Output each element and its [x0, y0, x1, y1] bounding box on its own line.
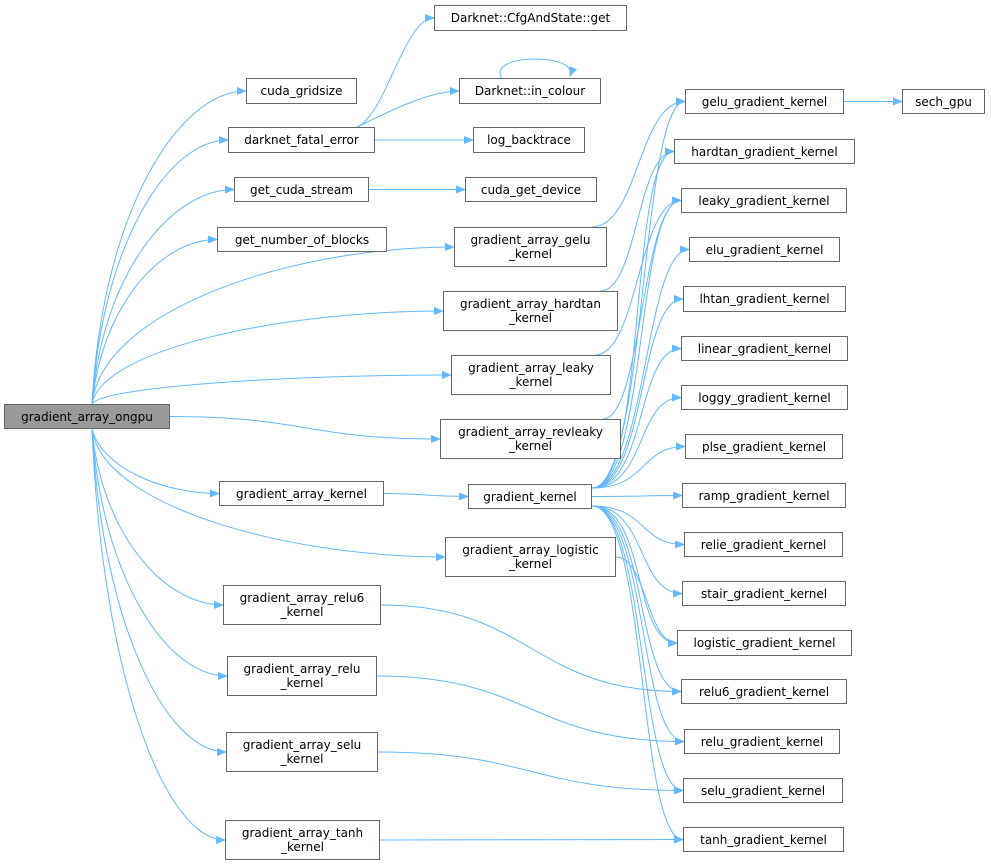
- node-cuda-get-device[interactable]: cuda_get_device: [465, 177, 597, 202]
- edge-gradient-kernel-to-gelu-g: [591, 97, 686, 489]
- edge-ongpu-to-ga-relu6: [91, 428, 224, 609]
- node-relu6-g[interactable]: relu6_gradient_kernel: [681, 679, 847, 704]
- node-cuda-gridsize[interactable]: cuda_gridsize: [246, 78, 357, 104]
- node-sech-gpu[interactable]: sech_gpu: [902, 89, 985, 114]
- edge-ongpu-to-ga-revleaky: [169, 416, 441, 443]
- edge-ga-leaky-to-leaky-g: [594, 196, 682, 356]
- edge-ga-relu6-to-relu6-g: [380, 604, 682, 696]
- edge-gradient-kernel-to-linear-g: [591, 344, 682, 489]
- node-in-colour[interactable]: Darknet::in_colour: [459, 78, 601, 104]
- node-ga-leaky[interactable]: gradient_array_leaky _kernel: [451, 355, 611, 395]
- edge-ongpu-to-ga-tanh: [91, 428, 226, 844]
- node-linear-g[interactable]: linear_gradient_kernel: [681, 336, 848, 361]
- edge-gradient-kernel-to-elu-g: [591, 245, 690, 489]
- node-ga-gelu[interactable]: gradient_array_gelu _kernel: [454, 227, 607, 267]
- edge-gradient-kernel-to-selu-g: [591, 505, 684, 795]
- node-gradient-kernel[interactable]: gradient_kernel: [468, 484, 592, 509]
- edge-gradient-kernel-to-relu-g: [591, 505, 685, 746]
- node-relu-g[interactable]: relu_gradient_kernel: [684, 729, 840, 754]
- node-loggy-g[interactable]: loggy_gradient_kernel: [681, 385, 848, 410]
- edge-gradient-kernel-to-logistic-g: [591, 505, 678, 647]
- node-ga-tanh[interactable]: gradient_array_tanh _kernel: [225, 820, 380, 860]
- edge-gradient-kernel-to-leaky-g: [591, 196, 682, 489]
- node-lhtan-g[interactable]: lhtan_gradient_kernel: [683, 286, 846, 312]
- node-logistic-g[interactable]: logistic_gradient_kernel: [677, 630, 852, 656]
- node-log-backtrace[interactable]: log_backtrace: [473, 127, 585, 153]
- edge-ga-selu-to-selu-g: [377, 751, 684, 795]
- edge-gradient-kernel-to-loggy-g: [591, 393, 682, 489]
- edge-gradient-kernel-to-hardtan-g: [591, 147, 675, 489]
- node-leaky-g[interactable]: leaky_gradient_kernel: [681, 188, 847, 213]
- edge-ga-kernel-to-gradient-kernel: [383, 492, 469, 501]
- node-ga-kernel[interactable]: gradient_array_kernel: [219, 481, 384, 506]
- edge-ga-tanh-to-tanh-g: [379, 835, 684, 844]
- edge-darknet-fatal-error-to-in-colour: [357, 87, 460, 128]
- node-ga-relu[interactable]: gradient_array_relu _kernel: [227, 656, 377, 696]
- edge-in-colour-to-in-colour: [499, 58, 577, 79]
- node-get-number-of-blocks[interactable]: get_number_of_blocks: [217, 227, 387, 252]
- node-ga-logistic[interactable]: gradient_array_logistic _kernel: [445, 537, 616, 577]
- node-ga-revleaky[interactable]: gradient_array_revleaky _kernel: [440, 419, 621, 459]
- edge-ga-relu-to-relu-g: [376, 675, 685, 746]
- edge-gradient-kernel-to-relie-g: [591, 505, 685, 549]
- node-ramp-g[interactable]: ramp_gradient_kernel: [682, 483, 846, 508]
- edge-ongpu-to-get-cuda-stream: [91, 185, 235, 405]
- edge-ga-logistic-to-logistic-g: [615, 556, 678, 647]
- edge-ongpu-to-get-number-of-blocks: [91, 235, 218, 405]
- edge-gradient-kernel-to-lhtan-g: [591, 295, 684, 489]
- edge-ongpu-to-ga-gelu: [91, 243, 455, 405]
- node-get-cuda-stream[interactable]: get_cuda_stream: [234, 177, 369, 202]
- node-elu-g[interactable]: elu_gradient_kernel: [689, 237, 840, 262]
- node-hardtan-g[interactable]: hardtan_gradient_kernel: [674, 139, 855, 164]
- node-gelu-g[interactable]: gelu_gradient_kernel: [685, 89, 844, 114]
- node-cfg-get[interactable]: Darknet::CfgAndState::get: [434, 5, 627, 31]
- edge-gradient-kernel-to-stair-g: [591, 505, 683, 598]
- node-relie-g[interactable]: relie_gradient_kernel: [684, 532, 843, 557]
- edge-ga-gelu-to-gelu-g: [591, 97, 686, 228]
- node-ga-hardtan[interactable]: gradient_array_hardtan _kernel: [443, 291, 618, 331]
- node-ga-relu6[interactable]: gradient_array_relu6 _kernel: [223, 585, 381, 625]
- node-ga-selu[interactable]: gradient_array_selu _kernel: [226, 732, 378, 772]
- node-plse-g[interactable]: plse_gradient_kernel: [685, 434, 843, 459]
- edge-ongpu-to-ga-relu: [91, 428, 228, 680]
- edge-ongpu-to-darknet-fatal-error: [91, 136, 229, 405]
- edge-gradient-kernel-to-tanh-g: [591, 505, 684, 844]
- edge-ongpu-to-ga-kernel: [91, 428, 220, 498]
- edge-ongpu-to-ga-selu: [91, 428, 227, 756]
- edge-ongpu-to-cuda-gridsize: [91, 87, 247, 405]
- edge-gradient-kernel-to-ramp-g: [591, 491, 683, 500]
- node-tanh-g[interactable]: tanh_gradient_kernel: [683, 827, 844, 852]
- edge-darknet-fatal-error-to-cfg-get: [357, 14, 435, 128]
- edge-gradient-kernel-to-relu6-g: [591, 505, 682, 696]
- node-darknet-fatal-error[interactable]: darknet_fatal_error: [228, 127, 375, 153]
- edge-ongpu-to-ga-leaky: [91, 371, 452, 405]
- edge-ongpu-to-ga-logistic: [91, 428, 446, 561]
- node-ongpu[interactable]: gradient_array_ongpu: [4, 404, 170, 429]
- node-selu-g[interactable]: selu_gradient_kernel: [683, 778, 843, 803]
- edge-gradient-kernel-to-plse-g: [591, 442, 686, 489]
- edge-ga-hardtan-to-hardtan-g: [600, 147, 675, 292]
- node-stair-g[interactable]: stair_gradient_kernel: [682, 581, 846, 606]
- edge-ongpu-to-ga-hardtan: [91, 307, 444, 405]
